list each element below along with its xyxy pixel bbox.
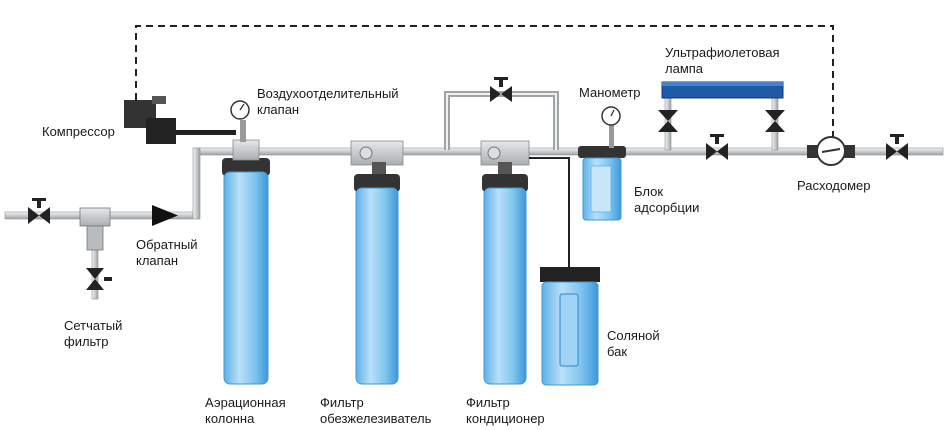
uv-valve-left-icon (658, 110, 678, 132)
label-compressor: Компрессор (42, 124, 115, 139)
control-line (135, 25, 834, 142)
label-uv-lamp: Ультрафиолетовая лампа (665, 45, 780, 76)
main-valve-icon (706, 134, 728, 160)
label-check-valve: Обратный клапан (136, 237, 198, 268)
flowmeter-icon (807, 136, 855, 166)
aeration-column (222, 120, 270, 385)
mesh-filter-valve-icon (86, 268, 112, 290)
outlet-valve-icon (886, 134, 908, 160)
label-iron-filter: Фильтр обезжелезиватель (320, 395, 432, 426)
uv-valve-right-icon (765, 110, 785, 132)
label-mesh-filter: Сетчатый фильтр (64, 318, 123, 349)
conditioner-filter (480, 140, 570, 385)
mesh-filter (79, 207, 111, 251)
adsorption-block (578, 146, 626, 221)
label-conditioner-filter: Фильтр кондиционер (466, 395, 545, 426)
label-flowmeter: Расходомер (797, 178, 871, 193)
label-air-valve: Воздухоотделительный клапан (257, 86, 399, 117)
check-valve-icon (152, 205, 178, 226)
air-valve-gauge-icon (230, 100, 250, 120)
label-manometer: Манометр (579, 85, 641, 100)
label-aeration-column: Аэрационная колонна (205, 395, 286, 426)
riser-pipe (192, 147, 201, 220)
compressor (124, 96, 236, 144)
manometer-icon (601, 106, 621, 148)
iron-filter (350, 140, 404, 385)
inlet-valve-icon (28, 198, 50, 224)
salt-tank (540, 267, 600, 386)
label-salt-tank: Соляной бак (607, 328, 660, 359)
bypass-valve-icon (490, 77, 512, 102)
label-adsorption: Блок адсорбции (634, 184, 700, 215)
